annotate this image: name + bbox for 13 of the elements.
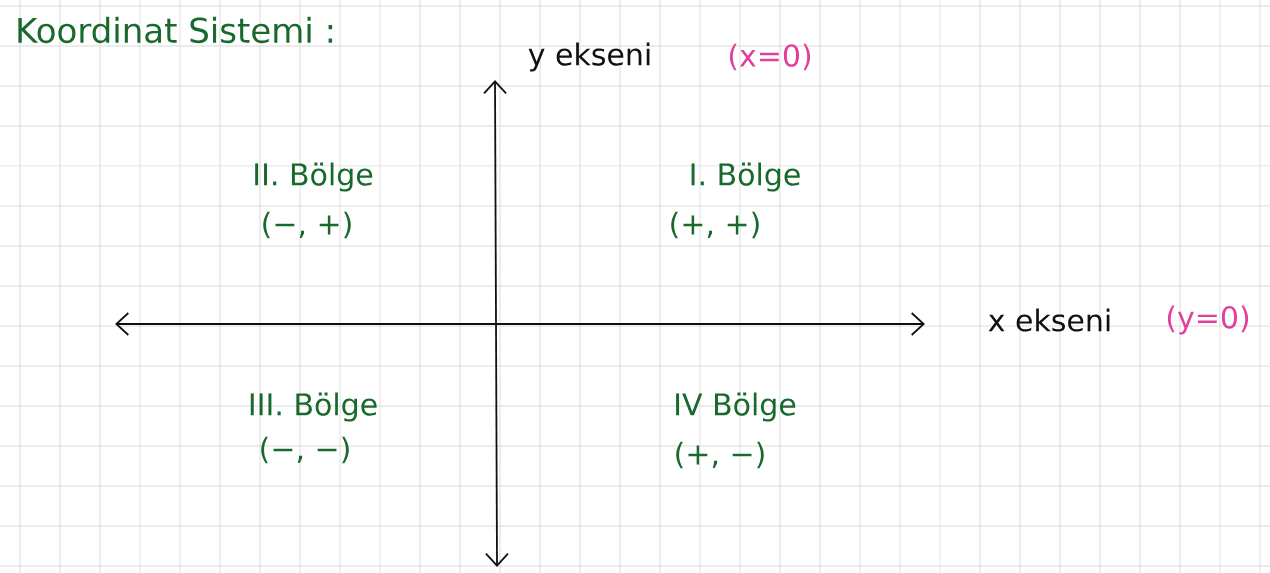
quadrant-label: IV Bölge — [676, 392, 796, 422]
title: Koordinat Sistemi : — [18, 16, 333, 44]
quadrant-label: I. Bölge — [691, 162, 800, 192]
axis-label: y ekseni — [528, 42, 650, 72]
sign-label: (+, −) — [676, 441, 764, 469]
sign-label: (+, +) — [671, 211, 759, 239]
equation-label: (y=0) — [1167, 305, 1249, 335]
quadrant-label: II. Bölge — [255, 162, 373, 192]
sign-label: (−, −) — [261, 436, 349, 464]
quadrant-label: III. Bölge — [250, 392, 377, 422]
axis-label: x ekseni — [988, 308, 1110, 332]
equation-label: (x=0) — [729, 43, 811, 71]
sign-label: (−, +) — [263, 211, 351, 239]
